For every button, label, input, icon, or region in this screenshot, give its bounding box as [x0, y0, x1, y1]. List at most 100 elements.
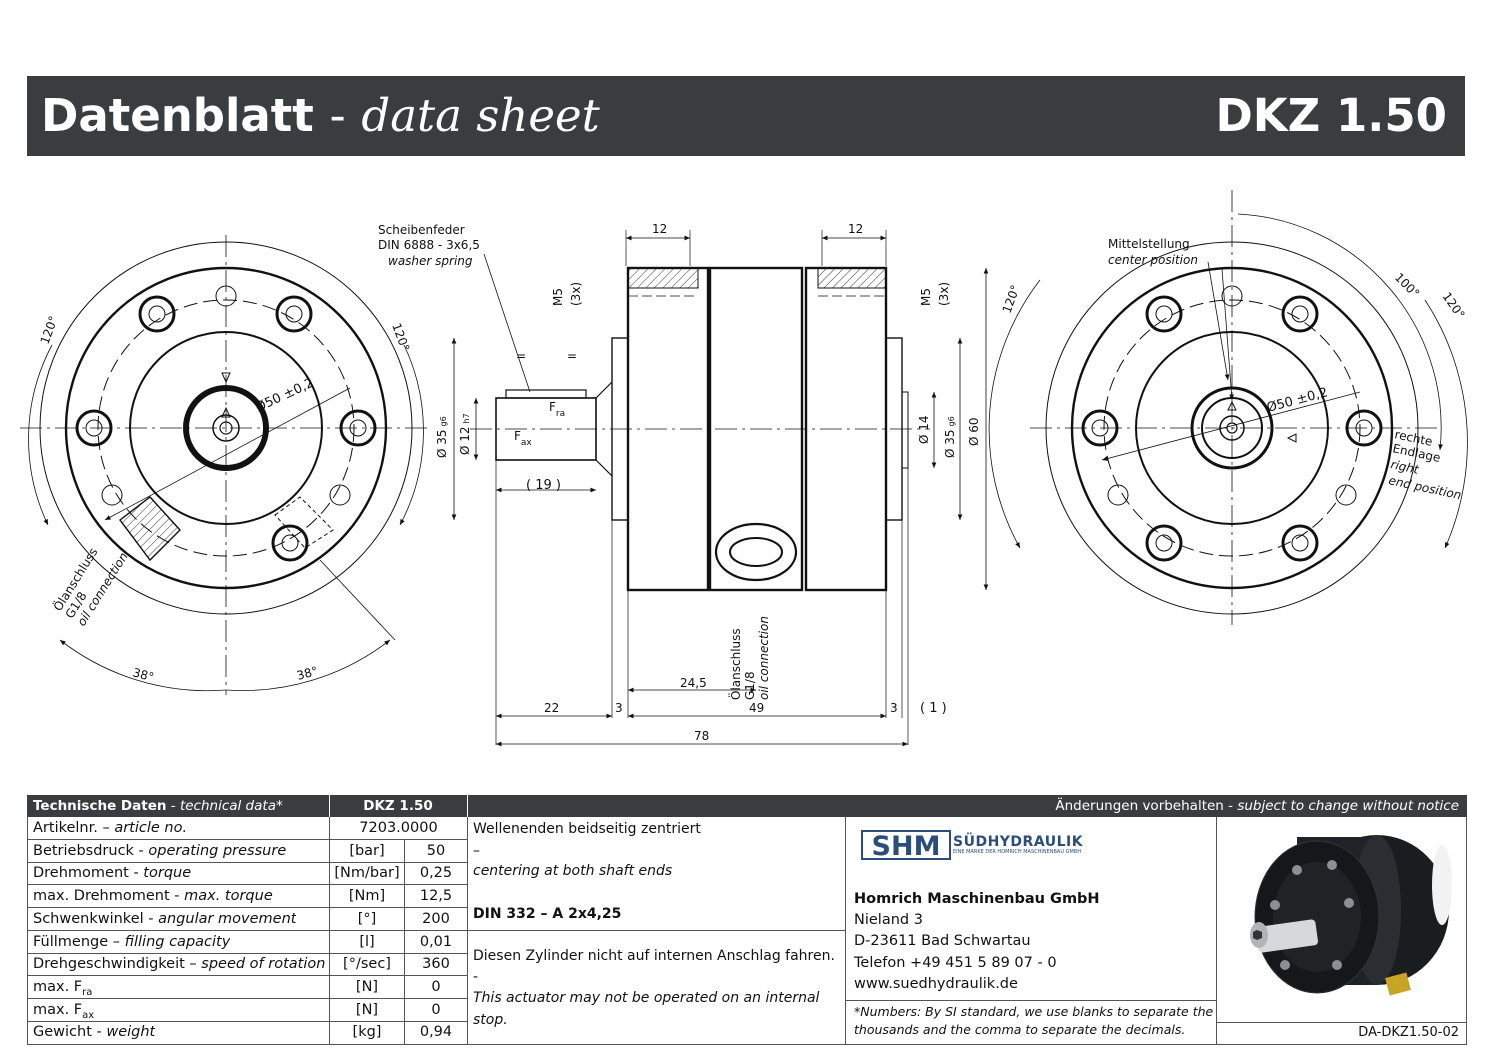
document-title: Datenblatt - data sheet — [41, 88, 600, 144]
right-angle-100: 100° — [1392, 270, 1422, 300]
side-oil-size: G1/8 — [743, 671, 757, 700]
footnote-line-1: *Numbers: By SI standard, we use blanks … — [854, 1004, 1214, 1019]
row-value: 0,25 — [419, 865, 453, 882]
row-label: Betriebsdruck - operating pressure — [33, 842, 287, 859]
side-oil-de: Ölanschluss — [727, 628, 743, 700]
bolt-holes-left — [75, 285, 377, 562]
dim-eq-1: = — [516, 349, 526, 363]
side-oil-label: Ölanschluss G1/8 oil connection — [727, 616, 771, 700]
shaft-note-de: Wellenenden beidseitig zentriert — [473, 821, 701, 837]
change-notice: Änderungen vorbehalten - subject to chan… — [1055, 798, 1459, 814]
left-angle-bottom-left: 38° — [131, 665, 155, 684]
row-value: 200 — [422, 910, 450, 927]
shaft-note-dash: – — [473, 843, 480, 859]
row-value: 50 — [426, 842, 446, 859]
title-separator: - — [329, 89, 346, 142]
shaft-note-en: centering at both shaft ends — [473, 863, 673, 879]
side-view — [451, 230, 1234, 747]
row-label: max. Drehmoment - max. torque — [33, 888, 273, 905]
right-end-view — [988, 190, 1468, 625]
row-unit: [N] — [355, 1001, 379, 1018]
company-phone: Telefon +49 451 5 89 07 - 0 — [854, 955, 1057, 971]
technical-drawing: 120° 120° Ø50 ±0,2 38° 38° Ölanschluss G… — [20, 190, 1468, 747]
center-position-de: Mittelstellung — [1108, 237, 1190, 251]
row-label: Gewicht - weight — [33, 1024, 156, 1041]
din-note: DIN 332 – A 2x4,25 — [473, 906, 622, 922]
row-value: 0 — [431, 978, 441, 995]
row-label: Drehgeschwindigkeit – speed of rotation — [33, 956, 326, 973]
dim-3-right: 3 — [890, 701, 898, 715]
warning-dash: - — [473, 969, 479, 985]
dim-12-right: 12 — [848, 222, 863, 236]
row-unit: [Nm/bar] — [334, 865, 400, 882]
bolt-holes-right — [1081, 285, 1383, 562]
row-value: 12,5 — [419, 888, 453, 905]
row-label: Drehmoment - torque — [33, 865, 192, 882]
dim-49: 49 — [749, 701, 764, 715]
row-label: Artikelnr. – article no. — [33, 820, 188, 836]
product-image — [1250, 835, 1452, 996]
logo-letters: SHM — [872, 831, 941, 862]
title-de: Datenblatt — [41, 89, 314, 142]
right-diameter-label: Ø50 ±0,2 — [1265, 385, 1329, 416]
side-oil-en: oil connection — [757, 616, 771, 700]
row-value: 0,94 — [419, 1024, 453, 1041]
row-unit: [°/sec] — [343, 956, 391, 973]
dim-1: ( 1 ) — [920, 701, 947, 716]
title-en: data sheet — [361, 89, 600, 142]
company-name: Homrich Maschinenbau GmbH — [854, 891, 1100, 907]
key-label-en: washer spring — [388, 254, 473, 268]
row-label: Schwenkwinkel - angular movement — [33, 910, 297, 927]
dim-d35-right: Ø 35g6 — [943, 416, 957, 458]
warning-de: Diesen Zylinder nicht auf internen Ansch… — [473, 948, 835, 964]
left-angle-top-right: 120° — [389, 321, 412, 353]
company-website[interactable]: www.suedhydraulik.de — [854, 976, 1018, 992]
left-diameter-label: Ø50 ±0,2 — [253, 376, 316, 416]
company-street: Nieland 3 — [854, 912, 923, 928]
row-value: 7203.0000 — [359, 820, 438, 836]
model-number: DKZ 1.50 — [1215, 89, 1447, 142]
company-city: D-23611 Bad Schwartau — [854, 933, 1031, 949]
force-fax: Fax — [514, 429, 532, 448]
shm-logo: SHM — [861, 827, 951, 863]
m5-left: M5 — [551, 288, 565, 306]
m5-right: M5 — [919, 288, 933, 306]
m5-right-count: (3x) — [937, 282, 951, 306]
dim-d60: Ø 60 — [967, 417, 981, 446]
center-position-en: center position — [1108, 253, 1198, 267]
force-fra: Fra — [549, 400, 565, 419]
row-label: max. Fax — [33, 1001, 95, 1021]
left-end-view — [20, 235, 432, 695]
document-id: DA-DKZ1.50-02 — [1358, 1025, 1459, 1040]
table-header-bar — [27, 795, 1467, 817]
left-angle-bottom-right: 38° — [295, 664, 319, 683]
table-model: DKZ 1.50 — [363, 798, 433, 814]
oil-port-left — [119, 496, 334, 562]
row-label: Füllmenge – filling capacity — [33, 933, 231, 950]
key-label-din: DIN 6888 - 3x6,5 — [378, 238, 480, 252]
dim-d12: Ø 12h7 — [458, 413, 472, 455]
technical-data-table: Technische Daten - technical data* DKZ 1… — [27, 795, 1467, 1045]
row-unit: [Nm] — [348, 888, 386, 905]
row-unit: [kg] — [352, 1024, 382, 1041]
row-label: max. Fra — [33, 978, 93, 998]
title-bar: Datenblatt - data sheet DKZ 1.50 — [27, 76, 1465, 156]
shm-logo-icon: SHM — [861, 830, 951, 862]
left-angle-120: 120° — [1000, 283, 1023, 315]
row-unit: [bar] — [349, 842, 385, 859]
dim-d35-left: Ø 35g6 — [435, 416, 449, 458]
end-position-en-2: end position — [1387, 473, 1462, 502]
key-label-de: Scheibenfeder — [378, 223, 465, 237]
brand-tagline: EINE MARKE DER HOMRICH MASCHINENBAU GMBH — [953, 849, 1081, 855]
dim-d14: Ø 14 — [917, 415, 931, 444]
dim-78: 78 — [694, 729, 709, 743]
dim-24-5: 24,5 — [680, 676, 707, 690]
dim-3-left: 3 — [615, 701, 623, 715]
warning-en-2: stop. — [473, 1012, 508, 1028]
dim-19: ( 19 ) — [526, 478, 561, 493]
dim-eq-2: = — [567, 349, 577, 363]
footnote-line-2: thousands and the comma to separate the … — [854, 1022, 1186, 1037]
dim-12-left: 12 — [652, 222, 667, 236]
row-value: 0,01 — [419, 933, 453, 950]
brand-name: SÜDHYDRAULIK — [953, 834, 1084, 850]
